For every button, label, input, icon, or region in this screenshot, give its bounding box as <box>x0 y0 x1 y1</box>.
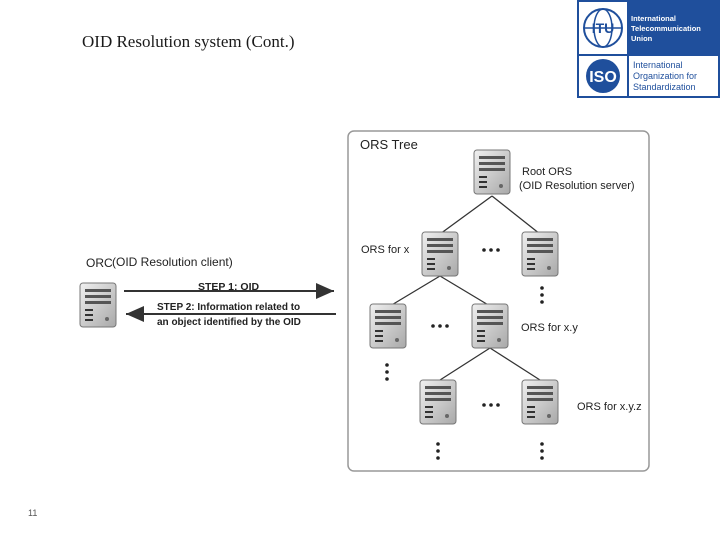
iso-line1: International <box>633 60 683 70</box>
ors-xy-server-icon <box>471 303 509 349</box>
step1-label: STEP 1: OID <box>198 281 259 293</box>
itu-line3: Union <box>631 34 653 43</box>
ors-xyz-label: ORS for x.y.z <box>577 401 642 413</box>
itu-abbr: ITU <box>592 20 615 36</box>
itu-iso-logo: ITU International Telecommunication Unio… <box>577 0 720 98</box>
step2-label-line1: STEP 2: Information related to <box>157 302 300 313</box>
slide-title: OID Resolution system (Cont.) <box>82 32 295 51</box>
iso-abbr: ISO <box>589 69 617 86</box>
ors-xy-label: ORS for x.y <box>521 322 578 334</box>
root-ors-sublabel: (OID Resolution server) <box>519 180 635 192</box>
vertical-ellipses <box>385 286 544 460</box>
iso-line2: Organization for <box>633 71 697 81</box>
root-ors-label: Root ORS <box>522 166 572 178</box>
root-ors-server-icon <box>473 149 511 195</box>
ors-xyz-server-icon <box>521 379 559 425</box>
ors-x-child-server-icon <box>369 303 407 349</box>
orc-label: ORC <box>86 256 113 270</box>
ors-x-sibling-server-icon <box>521 231 559 277</box>
ors-tree-title: ORS Tree <box>360 137 418 152</box>
ors-xy-child-server-icon <box>419 379 457 425</box>
orc-client-icon <box>79 282 117 328</box>
tree-edges <box>389 195 541 381</box>
orc-sublabel: (OID Resolution client) <box>112 255 233 269</box>
step2-label-line2: an object identified by the OID <box>157 317 301 328</box>
ors-x-label: ORS for x <box>361 244 410 256</box>
horizontal-ellipses <box>431 248 500 407</box>
itu-line1: International <box>631 14 676 23</box>
ors-x-server-icon <box>421 231 459 277</box>
iso-line3: Standardization <box>633 82 696 92</box>
itu-line2: Telecommunication <box>631 24 701 33</box>
page-number: 11 <box>28 508 38 518</box>
